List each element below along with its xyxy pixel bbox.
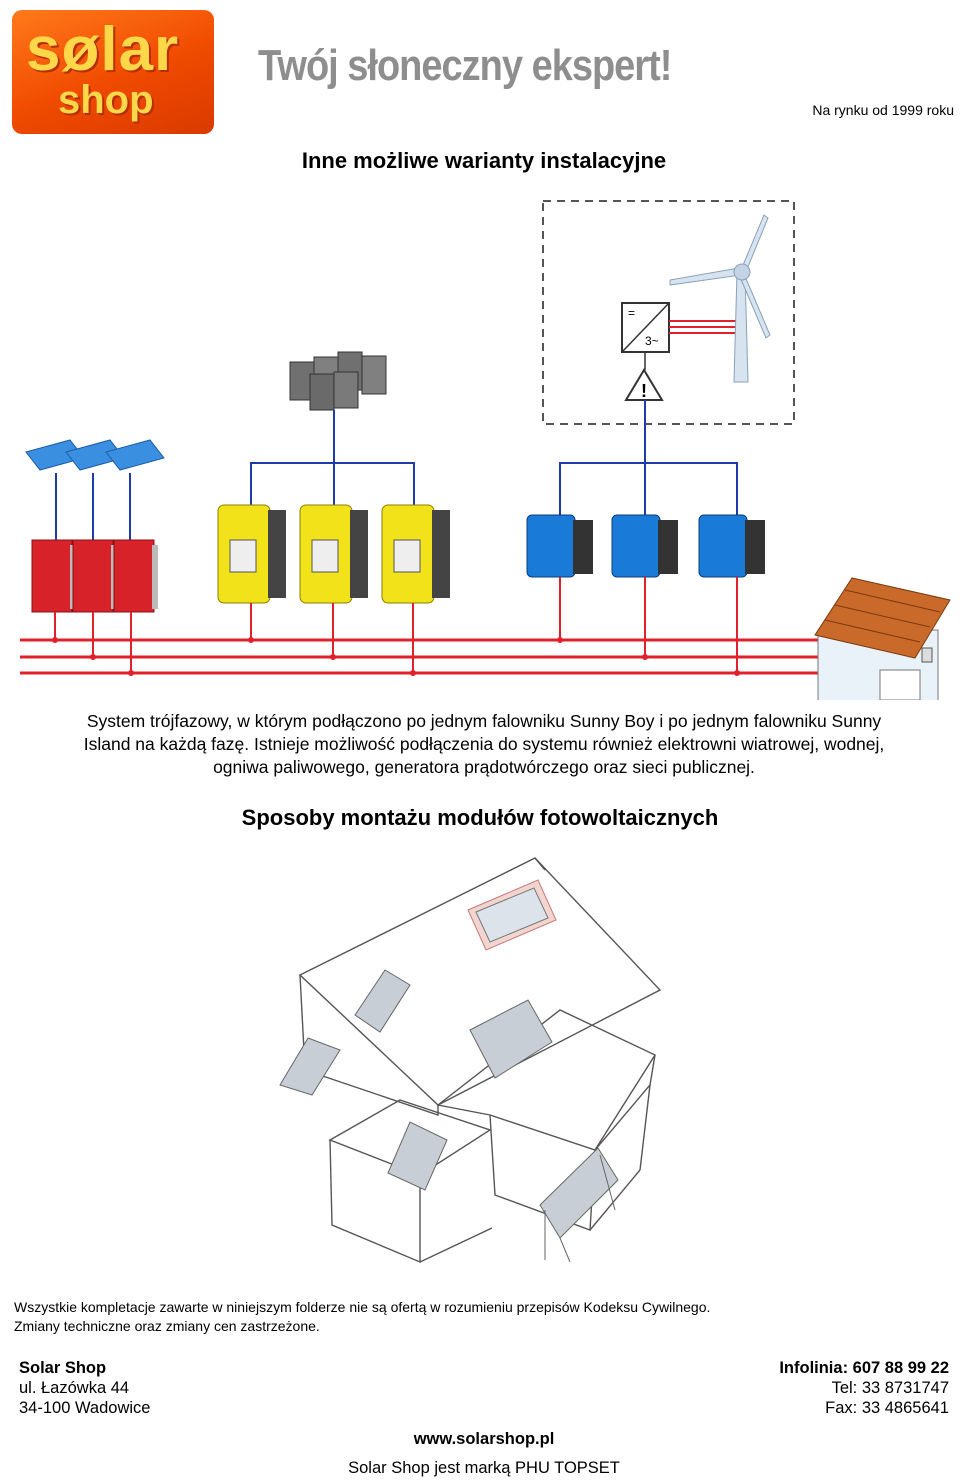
section-title-mounting-methods: Sposoby montażu modułów fotowoltaicznych: [241, 805, 719, 830]
blue-inverter-3: [698, 514, 765, 578]
system-description: System trójfazowy, w którym podłączono p…: [30, 710, 938, 779]
contact-address: Solar Shop ul. Łazówka 44 34-100 Wadowic…: [19, 1358, 150, 1418]
roof-integrated-panel: [467, 879, 557, 951]
sunny-island-inverter-1: [217, 504, 286, 604]
description-line-1: System trójfazowy, w którym podłączono p…: [86, 711, 882, 731]
ac-bus-lines: [20, 638, 820, 675]
annex-roof: [328, 1099, 492, 1176]
company-name: Solar Shop: [19, 1359, 107, 1377]
main-roof: [298, 857, 662, 1106]
fax: Fax: 33 4865641: [825, 1399, 949, 1417]
pv-panel-mount-1: [354, 969, 411, 1033]
pv-panel-mount-2: [279, 1037, 341, 1096]
wind-turbine-icon: [669, 214, 771, 383]
telephone: Tel: 33 8731747: [831, 1379, 949, 1397]
description-line-3: ogniwa paliwowego, generatora prądotwórc…: [213, 757, 755, 777]
brand-note: Solar Shop jest marką PHU TOPSET: [348, 1459, 620, 1477]
slogan: Twój słoneczny ekspert!: [258, 42, 672, 91]
since-text: Na rynku od 1999 roku: [812, 102, 954, 118]
pv-panel-ground-mount: [539, 1147, 619, 1263]
sunny-boy-inverter-1: [31, 539, 76, 613]
website-link[interactable]: www.solarshop.pl: [413, 1430, 555, 1448]
logo-text-solar: sølar: [26, 15, 180, 84]
sunny-boy-inverter-2: [72, 539, 117, 613]
house-icon: [814, 577, 951, 700]
blue-inverter-1: [526, 514, 593, 578]
sunny-island-inverter-2: [299, 504, 368, 604]
disclaimer-line-1: Wszystkie kompletacje zawarte w niniejsz…: [14, 1299, 711, 1315]
solar-shop-logo: [12, 10, 214, 134]
description-line-2: Island na każdą fazę. Istnieje możliwość…: [83, 734, 885, 754]
street-address: ul. Łazówka 44: [19, 1379, 130, 1397]
logo-text-shop: shop: [58, 78, 154, 122]
pv-panel-mount-4: [387, 1121, 448, 1191]
wind-inverter-ac-label: 3~: [645, 334, 659, 348]
mounting-methods-illustration: [279, 857, 662, 1264]
pv-panel-mount-3: [469, 999, 553, 1079]
warning-label: !: [641, 381, 647, 401]
wind-inverter-dc-label: =: [628, 306, 635, 320]
sunny-island-inverter-3: [381, 504, 450, 604]
sunny-boy-inverter-3: [113, 539, 158, 613]
contact-phones: Infolinia: 607 88 99 22 Tel: 33 8731747 …: [779, 1358, 949, 1418]
blue-inverter-2: [611, 514, 678, 578]
disclaimer-line-2: Zmiany techniczne oraz zmiany cen zastrz…: [14, 1318, 320, 1334]
battery-bank-icon: [289, 351, 387, 411]
city-address: 34-100 Wadowice: [19, 1399, 151, 1417]
section-title-installation-variants: Inne możliwe warianty instalacyjne: [301, 148, 667, 173]
three-phase-system-diagram: = 3~ !: [20, 200, 951, 700]
infoline: Infolinia: 607 88 99 22: [779, 1359, 949, 1377]
pv-panels-icon: [25, 439, 165, 471]
disclaimer: Wszystkie kompletacje zawarte w niniejsz…: [14, 1298, 710, 1336]
